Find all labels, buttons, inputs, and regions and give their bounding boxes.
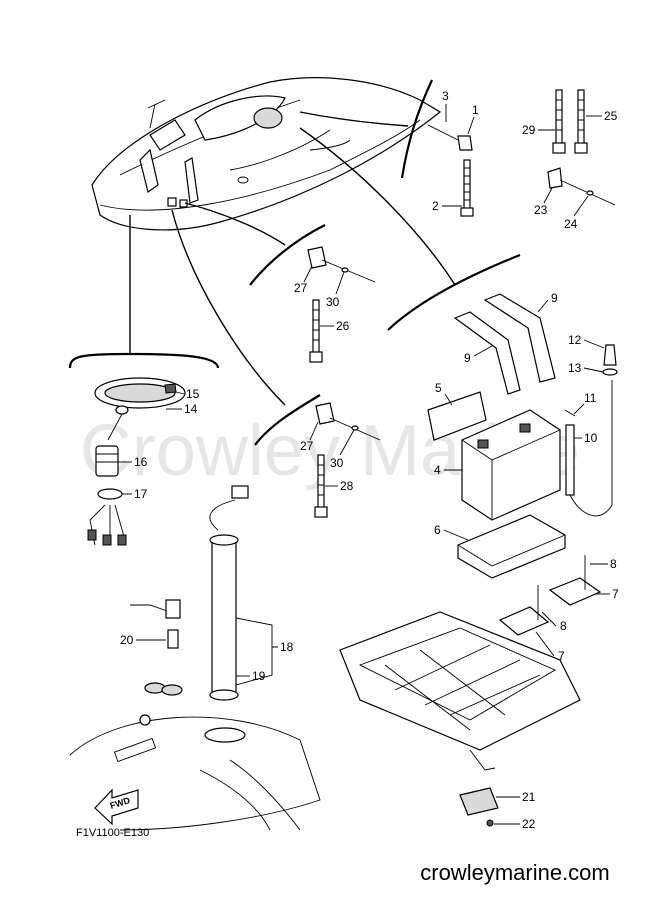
callout-3: 3 xyxy=(442,89,449,103)
callout-23: 23 xyxy=(534,203,548,217)
part-group-14-17 xyxy=(87,377,186,546)
part-group-26-27-30 xyxy=(307,246,376,363)
callout-29: 29 xyxy=(522,123,536,137)
callout-12: 12 xyxy=(568,333,582,347)
callout-4: 4 xyxy=(434,463,441,477)
callout-8-lower: 8 xyxy=(560,619,567,633)
callout-30-upper: 30 xyxy=(326,295,340,309)
callout-6: 6 xyxy=(434,523,441,537)
diagram-code: F1V1100-E130 xyxy=(76,827,149,839)
callout-27-lower: 27 xyxy=(300,439,314,453)
callout-18: 18 xyxy=(280,640,294,654)
battery-assembly xyxy=(427,293,618,636)
callout-19: 19 xyxy=(252,669,266,683)
fwd-arrow: FWD xyxy=(94,788,139,826)
storage-tray xyxy=(339,611,581,771)
callout-27-upper: 27 xyxy=(294,281,308,295)
callout-25: 25 xyxy=(604,109,618,123)
callout-9-upper: 9 xyxy=(551,291,558,305)
callout-11: 11 xyxy=(584,391,597,405)
hull-floor xyxy=(69,714,321,831)
callout-28: 28 xyxy=(340,479,354,493)
callout-30-lower: 30 xyxy=(330,456,344,470)
callout-14: 14 xyxy=(184,402,198,416)
callout-16: 16 xyxy=(134,455,148,469)
callout-1: 1 xyxy=(472,103,479,117)
part-group-1-3 xyxy=(427,124,474,217)
callout-24: 24 xyxy=(564,217,578,231)
group-brackets xyxy=(68,79,521,446)
callout-9-lower: 9 xyxy=(464,351,471,365)
callout-22: 22 xyxy=(522,817,536,831)
callout-8-upper: 8 xyxy=(610,557,617,571)
callouts: 3 1 2 29 25 23 24 27 30 26 27 30 28 9 9 … xyxy=(118,89,619,831)
part-group-27-28-30 xyxy=(314,402,381,518)
callout-10: 10 xyxy=(584,431,598,445)
part-group-18-20 xyxy=(130,485,249,743)
callout-2: 2 xyxy=(432,199,439,213)
callout-20: 20 xyxy=(120,633,134,647)
callout-15: 15 xyxy=(186,387,200,401)
callout-21: 21 xyxy=(522,790,536,804)
callout-5: 5 xyxy=(435,381,442,395)
callout-17: 17 xyxy=(134,487,148,501)
callout-13: 13 xyxy=(568,361,582,375)
watercraft-illustration xyxy=(91,77,442,231)
part-group-21-22 xyxy=(459,787,499,827)
callout-7-lower: 7 xyxy=(558,649,565,663)
leader-lines xyxy=(129,111,456,406)
part-group-23-29 xyxy=(547,89,616,206)
callout-26: 26 xyxy=(336,319,350,333)
footer-url[interactable]: crowleymarine.com xyxy=(420,860,610,885)
callout-7-upper: 7 xyxy=(612,587,619,601)
